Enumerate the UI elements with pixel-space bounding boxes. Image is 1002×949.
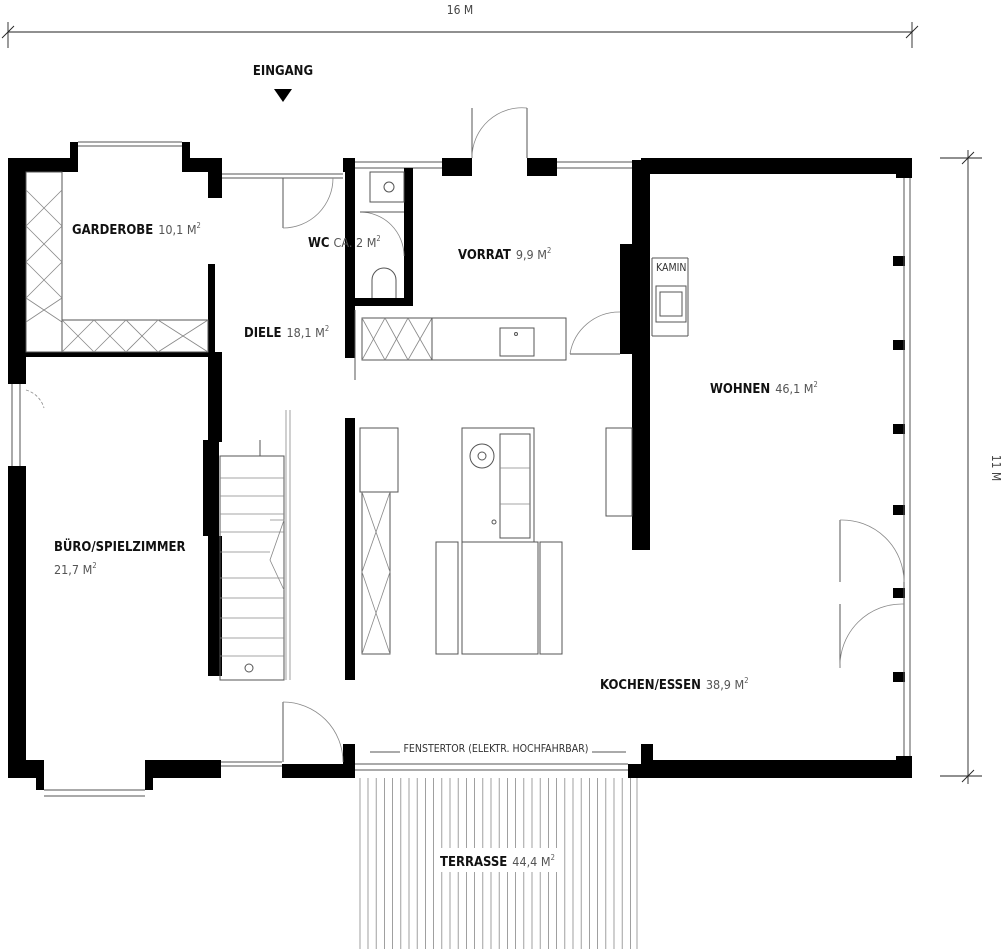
interior-walls <box>26 160 650 680</box>
entrance-label: EINGANG <box>253 64 313 79</box>
entrance-door <box>282 177 334 229</box>
entrance-arrow-icon <box>274 89 292 102</box>
staircase <box>219 410 291 681</box>
fireplace: KAMIN <box>635 257 689 337</box>
svg-text:BÜRO/SPIELZIMMER: BÜRO/SPIELZIMMER <box>54 539 186 555</box>
garderobe-wardrobe <box>25 171 209 353</box>
dining-table <box>435 541 563 655</box>
dimension-height: 11 M <box>940 150 1002 784</box>
room-label-buero: BÜRO/SPIELZIMMER 21,7 M2 <box>54 539 186 577</box>
kitchen-tall-cabinets <box>359 427 399 655</box>
entrance-marker: EINGANG <box>253 64 313 102</box>
garden-doors <box>839 519 905 669</box>
sideboard <box>605 427 633 517</box>
fenstertor-label: FENSTERTOR (ELEKTR. HOCHFAHRBAR) <box>403 743 588 755</box>
exterior-walls <box>8 142 912 790</box>
wc-fixtures <box>354 171 405 380</box>
kitchen-counter <box>361 311 621 361</box>
windows <box>11 141 911 797</box>
width-label: 16 M <box>447 3 473 17</box>
dimension-width: 16 M <box>1 3 919 48</box>
kamin-label: KAMIN <box>656 262 686 274</box>
height-label: 11 M <box>989 455 1002 481</box>
vorrat-door <box>471 107 528 159</box>
kitchen-island <box>461 427 535 543</box>
terrace-door <box>282 701 344 763</box>
svg-text:21,7 M2: 21,7 M2 <box>54 561 97 577</box>
